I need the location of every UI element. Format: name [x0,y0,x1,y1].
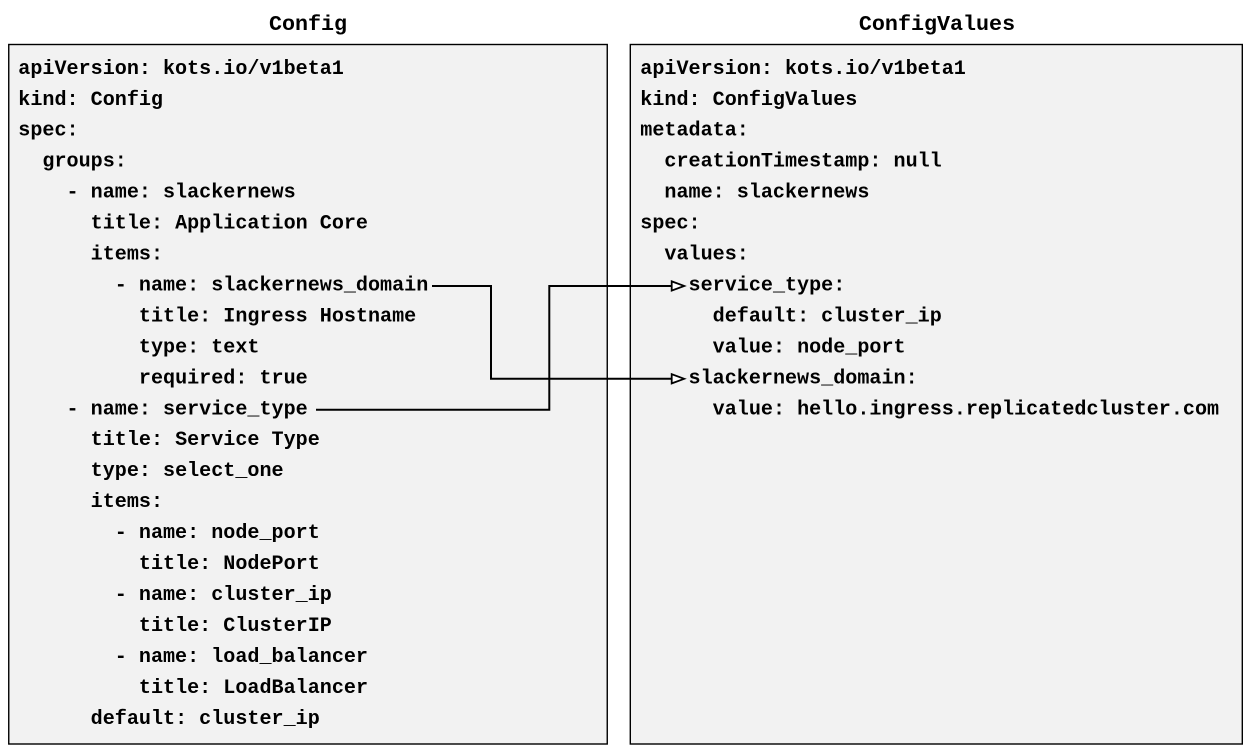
svg-text:title: LoadBalancer: title: LoadBalancer [139,677,368,700]
svg-text:default: cluster_ip: default: cluster_ip [91,708,320,731]
svg-text:value: hello.ingress.replicate: value: hello.ingress.replicatedcluster.c… [713,398,1219,421]
svg-text:title: Application Core: title: Application Core [91,213,368,236]
svg-text:items:: items: [91,491,163,514]
svg-text:title: Ingress Hostname: title: Ingress Hostname [139,305,416,328]
svg-text:items:: items: [91,244,163,267]
svg-text:metadata:: metadata: [640,120,749,143]
svg-text:type: text: type: text [139,336,260,359]
svg-text:required: true: required: true [139,367,308,390]
svg-text:kind: Config: kind: Config [18,89,163,112]
svg-text:ConfigValues: ConfigValues [859,12,1015,37]
svg-text:service_type:: service_type: [689,274,846,297]
svg-text:- name: cluster_ip: - name: cluster_ip [115,584,332,607]
svg-text:- name: slackernews_domain: - name: slackernews_domain [115,274,429,297]
svg-text:- name: node_port: - name: node_port [115,522,320,545]
svg-text:value: node_port: value: node_port [713,336,906,359]
svg-text:Config: Config [269,12,347,37]
svg-text:apiVersion: kots.io/v1beta1: apiVersion: kots.io/v1beta1 [18,58,344,81]
svg-text:- name: service_type: - name: service_type [67,398,308,421]
svg-text:name: slackernews: name: slackernews [664,182,869,205]
svg-text:spec:: spec: [18,120,78,143]
svg-text:title: Service Type: title: Service Type [91,429,320,452]
svg-text:groups:: groups: [42,151,126,174]
svg-text:values:: values: [664,244,748,267]
svg-text:type: select_one: type: select_one [91,460,284,483]
svg-text:default: cluster_ip: default: cluster_ip [713,305,942,328]
svg-text:- name: slackernews: - name: slackernews [67,182,296,205]
svg-text:kind: ConfigValues: kind: ConfigValues [640,89,857,112]
svg-text:- name: load_balancer: - name: load_balancer [115,646,368,669]
svg-text:apiVersion: kots.io/v1beta1: apiVersion: kots.io/v1beta1 [640,58,966,81]
svg-text:creationTimestamp: null: creationTimestamp: null [664,151,941,174]
svg-text:title: NodePort: title: NodePort [139,553,320,576]
svg-text:title: ClusterIP: title: ClusterIP [139,615,332,638]
svg-text:spec:: spec: [640,213,700,236]
svg-text:slackernews_domain:: slackernews_domain: [689,367,918,390]
